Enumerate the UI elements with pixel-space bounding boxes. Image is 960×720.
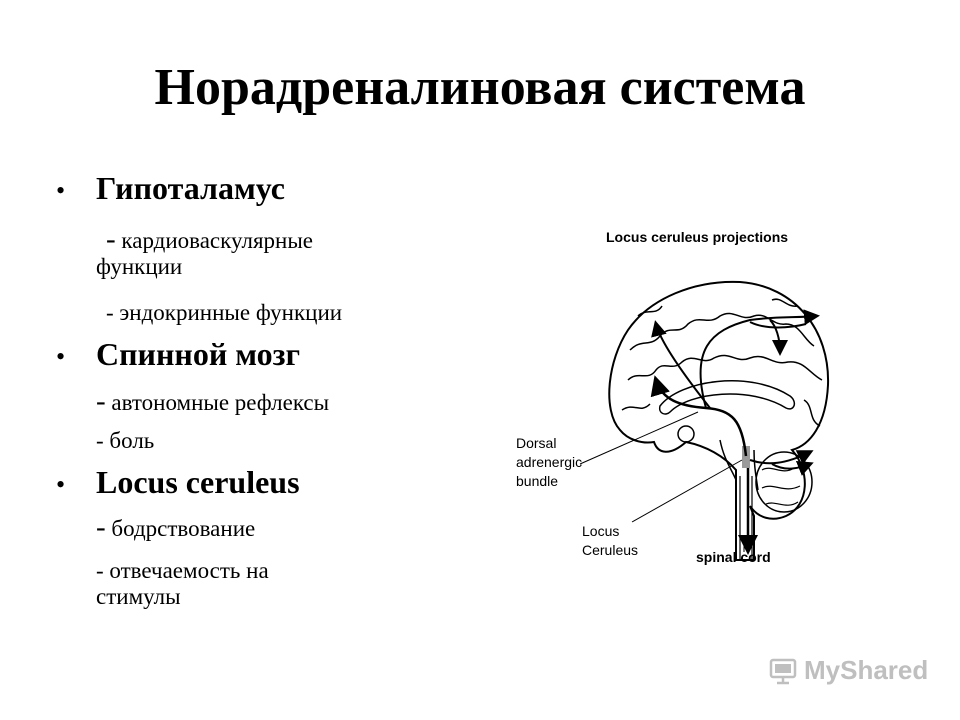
leader-locus	[631, 459, 743, 523]
sub-item: - отвечаемость на стимулы	[96, 558, 269, 610]
bullet-marker: •	[56, 470, 66, 499]
watermark: MyShared	[768, 655, 928, 686]
sub-item: - эндокринные функции	[106, 300, 342, 326]
bullet-heading: Спинной мозг	[96, 336, 301, 372]
sub-item-text: кардиоваскулярные	[121, 228, 314, 253]
locus-ceruleus-figure: Locus ceruleus projections	[510, 220, 840, 580]
bullet-hypothalamus: • Гипоталамус	[56, 170, 285, 207]
projection-occipital	[749, 321, 807, 329]
projection-frontal	[651, 320, 711, 409]
label-dorsal-1: Dorsal	[516, 435, 557, 451]
bullet-spinal-cord: • Спинной мозг	[56, 336, 300, 373]
sub-item-text: эндокринные функции	[119, 300, 343, 325]
dash-marker: -	[106, 223, 116, 255]
watermark-text: MyShared	[804, 655, 929, 685]
sub-item-text: отвечаемость на	[109, 558, 269, 583]
projection-main	[650, 375, 748, 457]
dash-marker: -	[96, 511, 106, 543]
sub-item-text-cont: стимулы	[96, 584, 181, 609]
leader-dorsal	[579, 411, 699, 465]
sub-item-text-cont: функции	[96, 254, 183, 279]
brain-outline	[608, 280, 830, 561]
brainstem	[719, 439, 759, 491]
brain-diagram	[579, 280, 830, 561]
label-spinal-cord: spinal cord	[696, 549, 771, 565]
pituitary	[677, 425, 695, 443]
dash-marker: -	[96, 428, 104, 453]
bullet-marker: •	[56, 176, 66, 205]
dash-marker: -	[96, 385, 106, 417]
cerebellum	[755, 451, 813, 513]
sub-item: - бодрствование	[96, 511, 256, 543]
projection-cerebellum-2	[771, 461, 814, 476]
label-locus-2: Ceruleus	[582, 542, 639, 558]
sub-item-text: бодрствование	[111, 516, 256, 541]
bullet-marker: •	[56, 342, 66, 371]
presentation-board-icon	[769, 658, 797, 684]
locus-ceruleus-spot	[742, 446, 750, 468]
sub-item: - боль	[96, 428, 154, 454]
sub-item-text: автономные рефлексы	[111, 390, 330, 415]
spinal-canal	[739, 476, 753, 560]
sub-item-text: боль	[109, 428, 155, 453]
label-dorsal-3: bundle	[516, 473, 559, 489]
label-dorsal-2: adrenergic	[516, 454, 583, 470]
sub-item: - автономные рефлексы	[96, 385, 330, 417]
dash-marker: -	[96, 558, 104, 583]
figure-title: Locus ceruleus projections	[606, 229, 789, 245]
label-locus-1: Locus	[582, 523, 620, 539]
projection-cerebellum	[749, 450, 814, 465]
slide-title: Норадреналиновая система	[154, 59, 806, 116]
bullet-heading: Гипоталамус	[96, 170, 285, 206]
sub-item: - кардиоваскулярные функции	[96, 223, 314, 280]
bullet-heading: Locus ceruleus	[96, 464, 300, 500]
dash-marker: -	[106, 300, 114, 325]
corpus-callosum	[658, 380, 796, 415]
projection-cortex	[699, 309, 820, 409]
projection-cortex-2	[769, 319, 788, 356]
bullet-locus-ceruleus: • Locus ceruleus	[56, 464, 300, 501]
